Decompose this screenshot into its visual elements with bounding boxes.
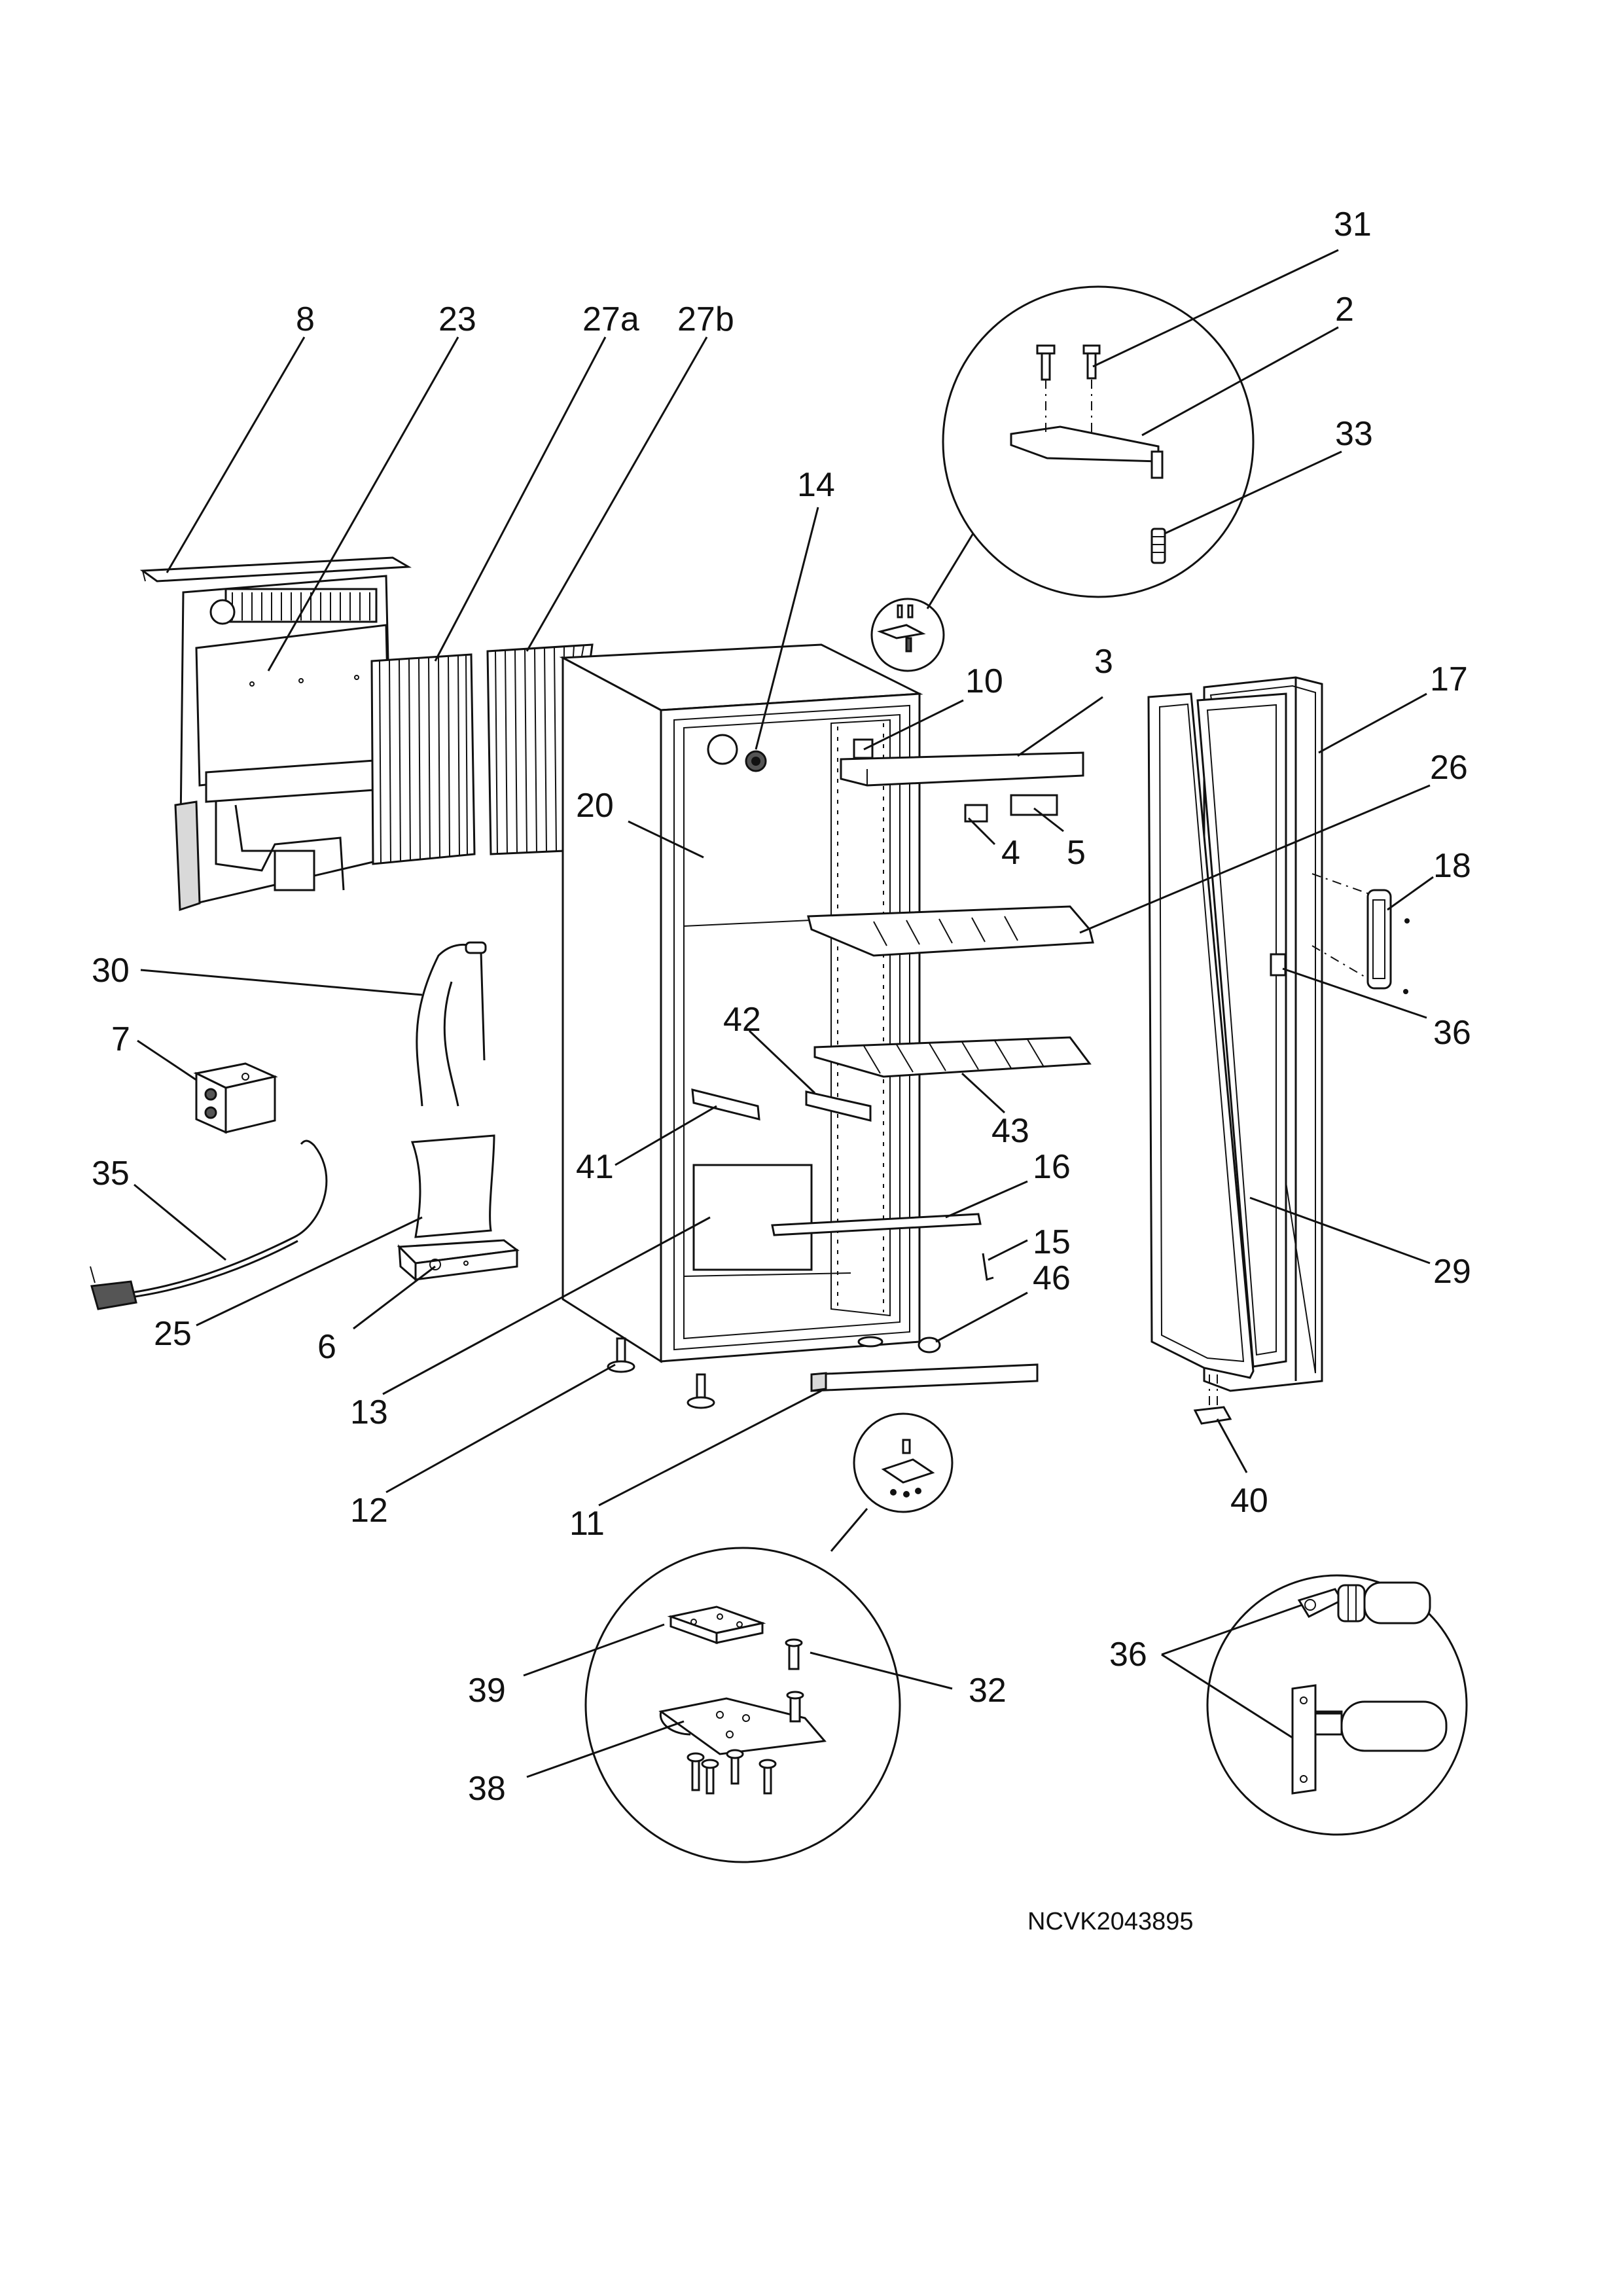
lower-hinge-inset (584, 1547, 901, 1863)
part-15-pin (982, 1253, 994, 1281)
callout-33: 33 (1335, 415, 1373, 453)
callout-5: 5 (1067, 834, 1086, 872)
part-40-lower-hinge (1193, 1374, 1232, 1425)
part-25-cover-sheet (410, 1134, 495, 1238)
callout-13: 13 (350, 1393, 388, 1431)
part-35-power-cable (90, 1139, 328, 1310)
callout-8: 8 (296, 300, 315, 338)
callout-27b: 27b (677, 300, 734, 338)
callout-35: 35 (92, 1155, 130, 1193)
part-5-block (1010, 794, 1058, 816)
part-14-thermostat-knob (707, 734, 767, 772)
part-3-shelf-bracket (840, 738, 1084, 787)
callout-40: 40 (1230, 1482, 1268, 1520)
part-6-panel-cover (397, 1239, 520, 1282)
callout-14: 14 (797, 466, 835, 504)
part-18-handle (1311, 873, 1410, 994)
callout-4: 4 (1001, 834, 1020, 872)
part-41-shelf-support (691, 1088, 760, 1121)
drawing-code: NCVK2043895 (1027, 1908, 1194, 1935)
part-27a-fin-panel (370, 653, 476, 865)
callout-7: 7 (111, 1020, 130, 1058)
callout-30: 30 (92, 952, 130, 990)
leader-lines (134, 249, 1434, 1778)
part-11-rail (810, 1363, 1039, 1392)
callout-12: 12 (350, 1492, 388, 1530)
upper-hinge-inset (926, 285, 1255, 609)
callout-41: 41 (576, 1148, 614, 1186)
part-46-knob (918, 1336, 941, 1354)
callout-27a: 27a (582, 300, 639, 338)
callout-18: 18 (1433, 847, 1471, 885)
callout-15: 15 (1033, 1223, 1071, 1261)
callout-11: 11 (569, 1505, 605, 1543)
callout-17: 17 (1430, 660, 1468, 698)
part-42-shelf-support (805, 1090, 872, 1122)
callout-42: 42 (723, 1001, 761, 1039)
callout-36-inset: 36 (1109, 1636, 1147, 1674)
callout-6: 6 (317, 1328, 336, 1366)
callout-39: 39 (468, 1672, 506, 1710)
upper-hinge-thumbnail (870, 598, 945, 672)
callout-29: 29 (1433, 1253, 1471, 1291)
part-29-door-seal (1147, 692, 1287, 1379)
lower-hinge-thumbnail (830, 1412, 954, 1552)
part-16-bar (771, 1213, 982, 1236)
part-8-cover-strip (139, 556, 412, 583)
part-43-grid-shelf (813, 1036, 1092, 1078)
callout-2: 2 (1335, 291, 1354, 329)
callout-36-door: 36 (1433, 1014, 1471, 1052)
part-36-latch-small (1270, 953, 1287, 977)
callout-3: 3 (1094, 643, 1113, 681)
callout-38: 38 (468, 1770, 506, 1808)
part-23-cooling-unit (174, 575, 394, 912)
part-4-block (964, 804, 988, 823)
part-30-sensor-wire (416, 941, 487, 1107)
callout-16: 16 (1033, 1148, 1071, 1186)
part-7-junction-box (193, 1062, 278, 1134)
part-20-cabinet (559, 643, 923, 1363)
callout-31: 31 (1334, 206, 1372, 243)
callout-46: 46 (1033, 1259, 1071, 1297)
part-26-shelf (807, 905, 1094, 957)
callout-25: 25 (154, 1315, 192, 1353)
callout-20: 20 (576, 787, 614, 825)
callout-10: 10 (965, 662, 1003, 700)
callout-43: 43 (991, 1112, 1029, 1150)
callout-23: 23 (438, 300, 476, 338)
callout-26: 26 (1430, 749, 1468, 787)
part-12-feet (607, 1336, 883, 1409)
latch-inset (1206, 1574, 1468, 1836)
callout-32: 32 (969, 1672, 1007, 1710)
